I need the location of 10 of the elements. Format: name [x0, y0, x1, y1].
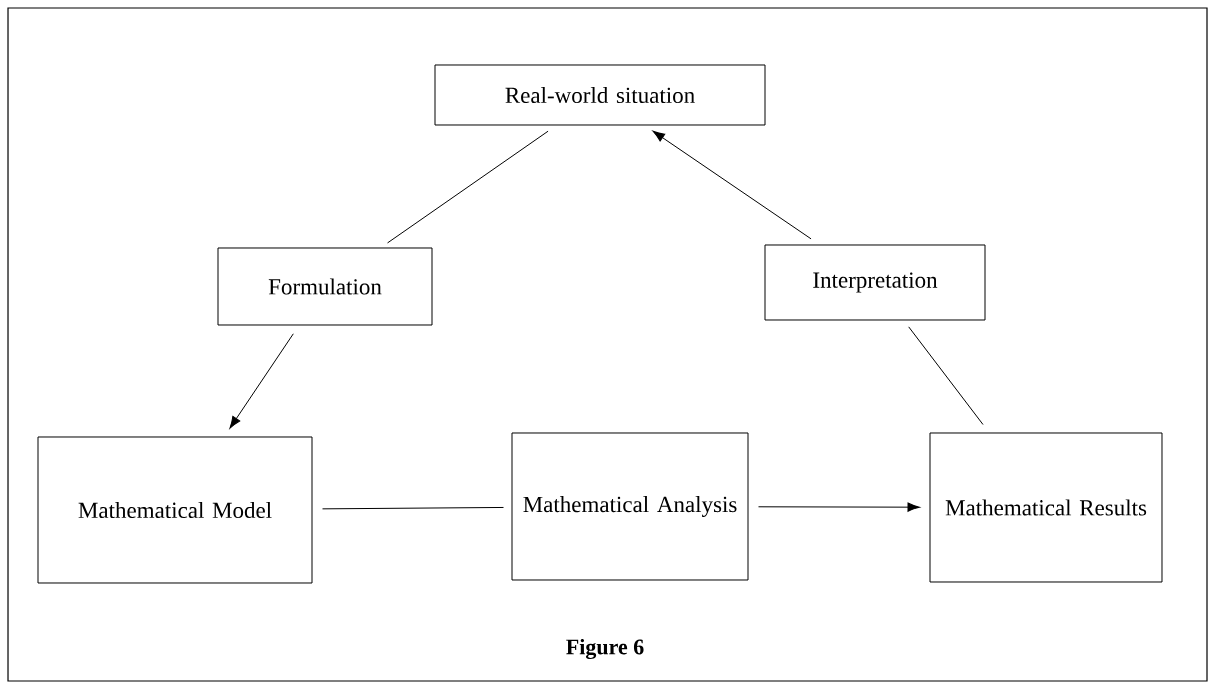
process-box: Formulation — [217, 247, 433, 326]
process-box: Mathematical Analysis — [511, 432, 749, 581]
process-box: Interpretation — [764, 244, 986, 321]
process-box: Mathematical Model — [37, 436, 313, 584]
process-box: Mathematical Results — [929, 432, 1163, 583]
arrow — [229, 333, 294, 429]
caption: Figure 6 — [566, 638, 644, 660]
process-box: Real-world situation — [434, 64, 766, 126]
arrow — [758, 502, 920, 512]
arrow — [652, 130, 812, 240]
